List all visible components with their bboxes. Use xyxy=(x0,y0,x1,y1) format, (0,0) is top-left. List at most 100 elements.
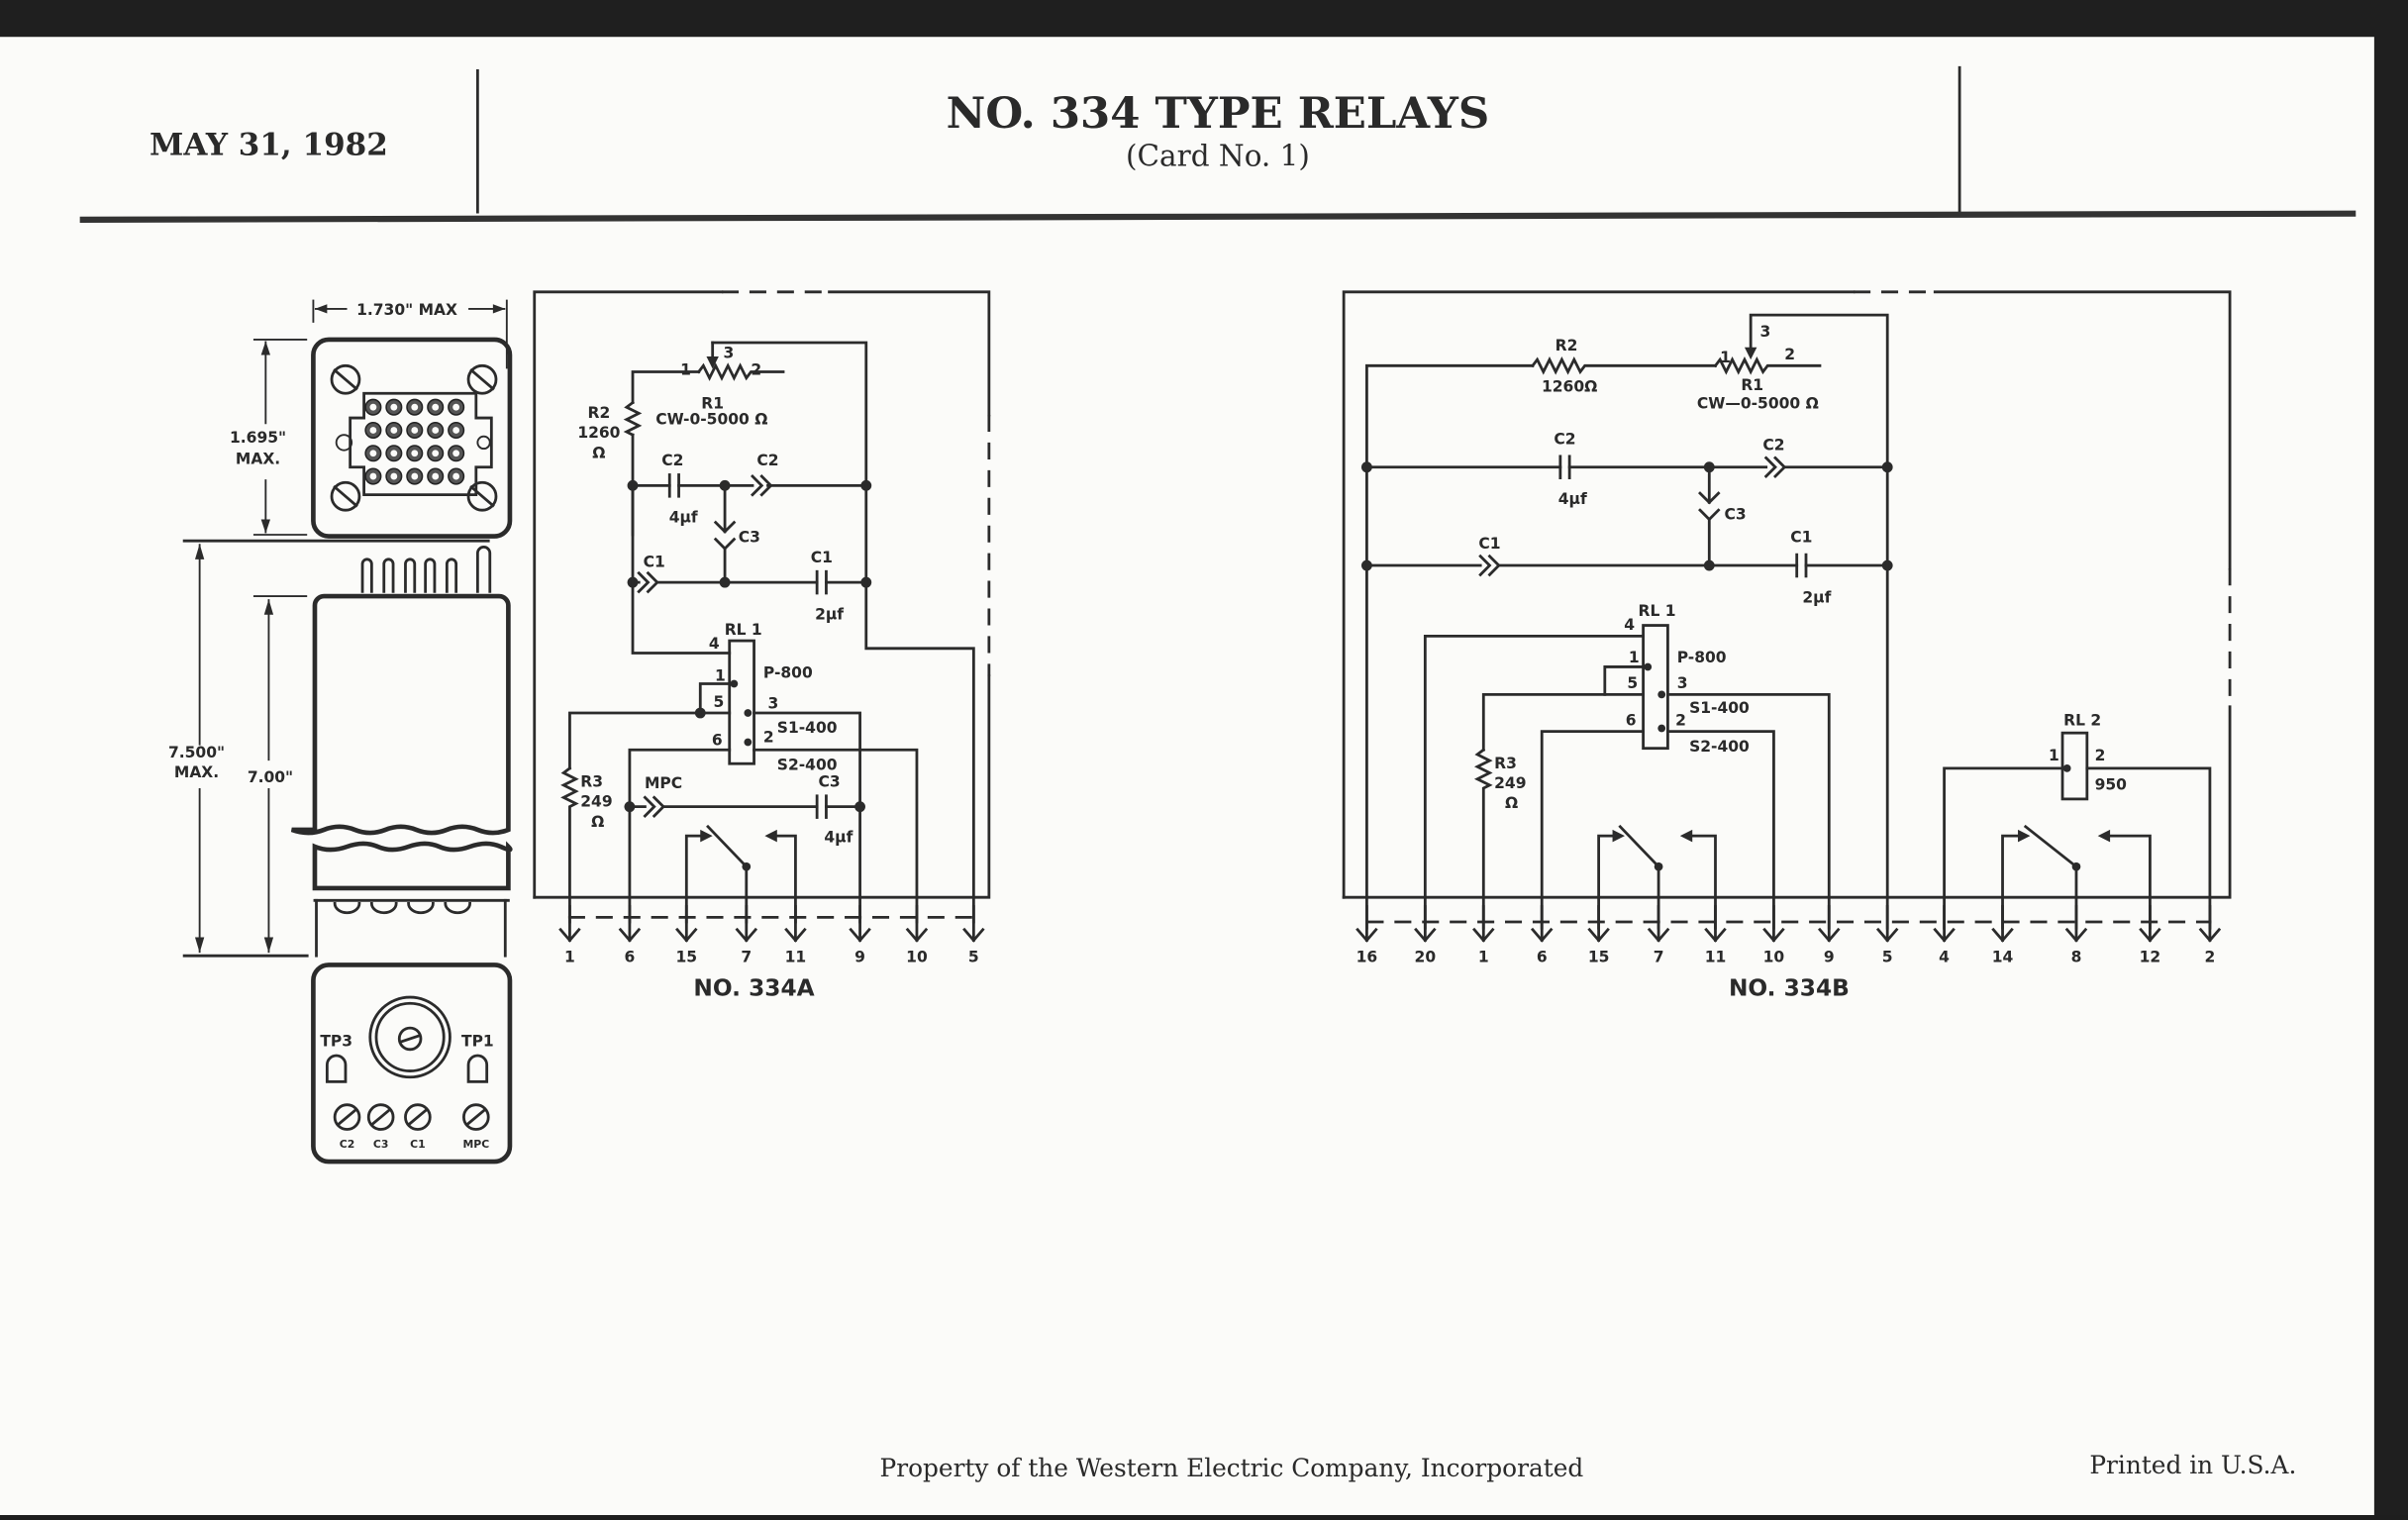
terminal-label: 16 xyxy=(1356,948,1378,965)
connector-pin xyxy=(406,445,424,462)
c2-fixed-label: C2 xyxy=(661,452,683,469)
adjuster-label-mpc: MPC xyxy=(462,1138,489,1151)
terminal-1: 1 xyxy=(558,905,581,965)
connector-pin xyxy=(364,445,382,462)
footer-printed-in: Printed in U.S.A. xyxy=(2089,1451,2296,1479)
schematic-334a: 3 1 2 R1 CW-0-5000 Ω R2 1260 Ω C2 4µf C2… xyxy=(533,290,991,1002)
footer-property-notice: Property of the Western Electric Company… xyxy=(880,1454,1584,1482)
r3-label: R3 xyxy=(580,772,603,790)
terminal-15: 15 xyxy=(1587,905,1610,965)
r2-label: R2 xyxy=(1555,337,1578,355)
terminal-label: 11 xyxy=(785,948,807,965)
c2-adjustable-cap xyxy=(1763,456,1787,479)
c1-fixed-label: C1 xyxy=(1790,529,1812,547)
connector-pin xyxy=(364,398,382,416)
connector-pin xyxy=(427,467,445,485)
terminal-label: 10 xyxy=(906,948,928,965)
terminal-5: 5 xyxy=(962,905,985,965)
test-point-tp3-icon xyxy=(325,1054,348,1083)
connector-pin xyxy=(385,398,403,416)
rl1-pin1: 1 xyxy=(715,666,726,684)
r1-pin3-label: 3 xyxy=(724,345,735,362)
terminal-arrow-icon xyxy=(1933,927,1956,943)
terminal-5: 5 xyxy=(1875,905,1899,965)
terminal-10: 10 xyxy=(905,905,929,965)
terminal-label: 15 xyxy=(1588,948,1610,965)
terminal-label: 15 xyxy=(676,948,698,965)
card-date: MAY 31, 1982 xyxy=(150,128,388,163)
terminal-arrow-icon xyxy=(1472,927,1495,943)
terminal-11: 11 xyxy=(1704,905,1727,965)
r2-value: 1260 xyxy=(577,424,620,442)
terminal-label: 9 xyxy=(1824,948,1835,965)
rl1-winding-p: P-800 xyxy=(763,663,813,681)
c3-fixed-value: 4µf xyxy=(824,828,853,846)
mpc-adjustable-cap xyxy=(643,795,666,818)
terminal-label: 7 xyxy=(1654,948,1664,965)
connector-pin xyxy=(406,398,424,416)
rl2-transfer-contact-arm xyxy=(2023,824,2078,869)
header-rule xyxy=(79,210,2357,223)
relay-can xyxy=(290,593,511,836)
adjuster-label-c1: C1 xyxy=(410,1138,426,1151)
connector-plug-outline xyxy=(349,391,493,497)
terminal-label: 10 xyxy=(1763,948,1785,965)
connector-pin xyxy=(427,398,445,416)
r2-unit: Ω xyxy=(592,444,605,461)
terminal-label: 11 xyxy=(1705,948,1727,965)
overall-dimension: 7.500" xyxy=(168,744,225,761)
mounting-screw-icon xyxy=(330,363,498,512)
r3-resistor xyxy=(560,765,579,924)
terminal-arrow-icon xyxy=(675,927,698,943)
terminal-label: 14 xyxy=(1992,948,2014,965)
terminal-label: 4 xyxy=(1939,948,1950,965)
width-dimension: 1.730" MAX xyxy=(356,301,457,319)
terminal-7: 7 xyxy=(1647,905,1670,965)
rl1-pin3: 3 xyxy=(768,694,779,712)
rl1-pin4: 4 xyxy=(1624,616,1635,634)
c2-adj-label: C2 xyxy=(756,452,778,469)
height-dimension-max: MAX. xyxy=(236,451,280,468)
terminal-15: 15 xyxy=(675,905,698,965)
r1-potentiometer xyxy=(1713,355,1822,375)
terminal-arrow-icon xyxy=(1414,927,1437,943)
rl1-pin5: 5 xyxy=(1627,674,1638,692)
terminal-arrow-icon xyxy=(1704,927,1727,943)
connector-pin xyxy=(406,421,424,440)
adjuster-label-c3: C3 xyxy=(373,1138,389,1151)
height-dimension: 1.695" xyxy=(230,429,286,447)
terminal-12: 12 xyxy=(2139,905,2161,965)
c2-adjustable-cap xyxy=(751,474,773,497)
terminal-label: 9 xyxy=(854,948,865,965)
r1-pin1-label: 1 xyxy=(1720,349,1731,366)
r1-potentiometer xyxy=(696,362,785,381)
rl1-transfer-contact-arm xyxy=(1618,824,1661,869)
c3-adj-label: C3 xyxy=(1725,505,1747,523)
r2-label: R2 xyxy=(588,404,611,422)
c3-adjustable-cap xyxy=(713,520,737,551)
c1-adj-label: C1 xyxy=(1478,535,1500,553)
terminal-6: 6 xyxy=(618,905,642,965)
rl1-pin2: 2 xyxy=(763,728,774,746)
terminal-arrow-icon xyxy=(784,927,807,943)
body-dimension: 7.00" xyxy=(248,768,293,786)
r2-resistor xyxy=(1530,355,1717,375)
c1-adjustable-cap xyxy=(637,570,659,594)
rl1-pin4: 4 xyxy=(709,635,720,653)
terminal-arrow-icon xyxy=(2064,927,2088,943)
terminal-9: 9 xyxy=(849,905,871,965)
connector-pin xyxy=(448,467,465,485)
connector-pin xyxy=(427,445,445,462)
connector-pin xyxy=(406,467,424,485)
c1-fixed-value: 2µf xyxy=(1802,588,1831,606)
terminal-label: 1 xyxy=(564,948,575,965)
c1-fixed-value: 2µf xyxy=(815,605,844,623)
terminal-arrow-icon xyxy=(1875,927,1899,943)
terminal-9: 9 xyxy=(1817,905,1841,965)
connector-pin xyxy=(448,445,465,462)
schematic-334b: R2 1260Ω 3 1 2 R1 CW—0-5000 Ω C2 4µf C2 … xyxy=(1342,290,2232,1002)
rl1-pin2: 2 xyxy=(1675,711,1686,729)
